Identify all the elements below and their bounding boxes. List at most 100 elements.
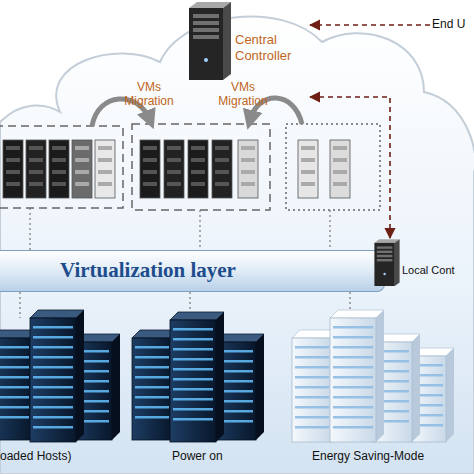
blade-body — [212, 140, 232, 198]
blade-slot — [98, 146, 112, 150]
blade-slot — [241, 170, 255, 174]
blade-slot — [143, 182, 157, 186]
server-icon — [185, 0, 237, 84]
blade-body — [72, 140, 92, 198]
tower-top — [170, 312, 224, 320]
blade-slot — [52, 158, 66, 162]
tower-light — [33, 346, 73, 349]
vm-blade — [72, 140, 92, 198]
vm-blade — [212, 140, 232, 198]
tower-light — [33, 406, 73, 409]
tower-light — [33, 396, 73, 399]
tower-top — [330, 310, 384, 318]
blade-slot — [241, 158, 255, 162]
tower-light — [173, 398, 213, 401]
vm-blade — [3, 140, 23, 198]
migration-label: VMs Migration — [212, 80, 274, 109]
blade-slot — [191, 170, 205, 174]
vm-group-outline — [286, 124, 380, 210]
blade-slot — [215, 158, 229, 162]
tower-light — [173, 418, 213, 421]
blade-slot — [301, 182, 315, 186]
vm-group-outline — [132, 124, 270, 210]
layer-title: Virtualization layer — [60, 258, 380, 283]
tower-light — [295, 406, 329, 409]
tower-front — [330, 318, 376, 442]
tower-light — [0, 396, 29, 399]
tower-light — [333, 406, 373, 409]
vm-blade — [95, 140, 115, 198]
blade-slot — [241, 182, 255, 186]
tower-light — [173, 408, 213, 411]
tower-light — [333, 386, 373, 389]
tower-light — [295, 356, 329, 359]
tower-light — [135, 396, 169, 399]
blade-body — [49, 140, 69, 198]
blade-slot — [143, 158, 157, 162]
power-led — [383, 273, 385, 275]
blade-slot — [29, 146, 43, 150]
tower-light — [33, 376, 73, 379]
blade-slot — [29, 158, 43, 162]
blade-slot — [191, 158, 205, 162]
blade-body — [330, 140, 350, 198]
host-servers — [0, 310, 454, 442]
blade-slot — [6, 170, 20, 174]
leader-line — [29, 208, 30, 250]
blade-slot — [98, 158, 112, 162]
tower-side — [376, 310, 384, 442]
blade-slot — [191, 146, 205, 150]
tower-light — [135, 406, 169, 409]
host-group-label: oaded Hosts) — [0, 449, 71, 463]
host-group-label: Power on — [172, 449, 223, 463]
blade-slot — [301, 170, 315, 174]
tower-light — [333, 356, 373, 359]
tower-light — [33, 326, 73, 329]
tower-light — [0, 376, 29, 379]
blade-slot — [333, 158, 347, 162]
leader-line — [19, 292, 20, 318]
dashed-connector — [310, 97, 390, 238]
vm-blade — [298, 140, 318, 198]
tower-light — [0, 406, 29, 409]
drive-bay — [193, 21, 219, 25]
blade-slot — [98, 182, 112, 186]
drive-bay — [377, 246, 393, 248]
blade-slot — [75, 170, 89, 174]
tower-light — [295, 346, 329, 349]
tower-light — [333, 326, 373, 329]
tower-light — [173, 388, 213, 391]
server-node: Local Cont — [372, 238, 474, 296]
node-label: End U — [432, 17, 474, 31]
tower-light — [33, 366, 73, 369]
drive-bay — [377, 255, 393, 257]
tower-light — [135, 386, 169, 389]
tower-light — [33, 336, 73, 339]
tower-light — [0, 356, 29, 359]
tower-light — [135, 366, 169, 369]
tower-side — [412, 334, 420, 442]
tower-light — [0, 366, 29, 369]
tower-front — [30, 318, 76, 442]
blade-slot — [215, 182, 229, 186]
tower-light — [173, 358, 213, 361]
blade-body — [188, 140, 208, 198]
tower-light — [0, 386, 29, 389]
tower-light — [173, 348, 213, 351]
vm-blade — [164, 140, 184, 198]
tower-light — [33, 416, 73, 419]
tower-light — [295, 386, 329, 389]
tower-light — [333, 346, 373, 349]
tower-light — [135, 416, 169, 419]
server-side — [223, 2, 231, 80]
tower-front — [0, 338, 32, 440]
blade-slot — [29, 170, 43, 174]
tower-side — [256, 334, 264, 440]
blade-slot — [75, 158, 89, 162]
blade-slot — [301, 158, 315, 162]
leader-line — [199, 210, 200, 250]
